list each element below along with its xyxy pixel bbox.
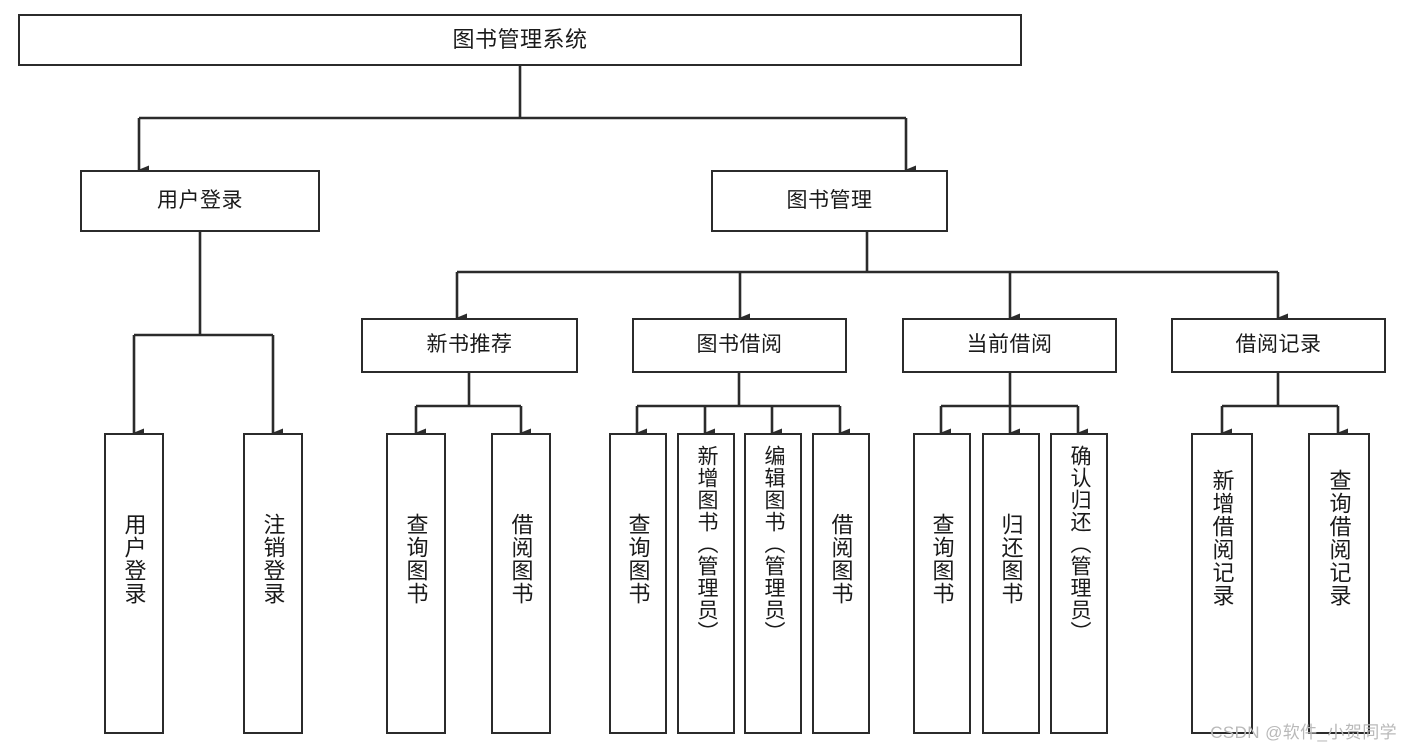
leaf-user-login[interactable]: 用户登录 xyxy=(104,433,164,734)
leaf-edit-book-admin[interactable]: 编辑图书（管理员） xyxy=(744,433,802,734)
node-label: 归还图书 xyxy=(998,513,1024,605)
node-label: 查询图书 xyxy=(625,513,651,605)
leaf-borrow-book-recommend[interactable]: 借阅图书 xyxy=(491,433,551,734)
node-label: 新增图书（管理员） xyxy=(695,445,719,643)
csdn-watermark: CSDN @软件_小贺同学 xyxy=(1210,723,1397,742)
node-label: 查询图书 xyxy=(929,513,955,605)
leaf-query-book-recommend[interactable]: 查询图书 xyxy=(386,433,446,734)
node-borrow-records[interactable]: 借阅记录 xyxy=(1171,318,1386,373)
node-label: 图书管理 xyxy=(786,188,873,212)
node-new-book-recommend[interactable]: 新书推荐 xyxy=(361,318,578,373)
node-label: 图书借阅 xyxy=(696,333,783,357)
node-label: 确认归还（管理员） xyxy=(1068,445,1092,643)
node-book-borrow[interactable]: 图书借阅 xyxy=(632,318,847,373)
node-label: 借阅图书 xyxy=(508,513,534,605)
node-label: 当前借阅 xyxy=(966,333,1053,357)
leaf-query-book-borrow[interactable]: 查询图书 xyxy=(609,433,667,734)
node-root-system[interactable]: 图书管理系统 xyxy=(18,14,1022,66)
node-label: 用户登录 xyxy=(121,513,147,605)
node-label: 借阅记录 xyxy=(1235,333,1322,357)
node-label: 借阅图书 xyxy=(828,513,854,605)
node-label: 查询借阅记录 xyxy=(1326,469,1352,607)
node-label: 查询图书 xyxy=(403,513,429,605)
leaf-query-borrow-record[interactable]: 查询借阅记录 xyxy=(1308,433,1370,734)
leaf-return-book[interactable]: 归还图书 xyxy=(982,433,1040,734)
leaf-add-borrow-record[interactable]: 新增借阅记录 xyxy=(1191,433,1253,734)
node-label: 图书管理系统 xyxy=(452,27,588,53)
node-current-borrow[interactable]: 当前借阅 xyxy=(902,318,1117,373)
leaf-add-book-admin[interactable]: 新增图书（管理员） xyxy=(677,433,735,734)
leaf-query-book-current[interactable]: 查询图书 xyxy=(913,433,971,734)
leaf-borrow-book[interactable]: 借阅图书 xyxy=(812,433,870,734)
node-label: 新书推荐 xyxy=(426,333,513,357)
node-label: 用户登录 xyxy=(157,188,243,212)
node-book-management[interactable]: 图书管理 xyxy=(711,170,948,232)
node-user-login[interactable]: 用户登录 xyxy=(80,170,320,232)
node-label: 注销登录 xyxy=(260,513,286,605)
node-label: 编辑图书（管理员） xyxy=(762,445,786,643)
leaf-confirm-return-admin[interactable]: 确认归还（管理员） xyxy=(1050,433,1108,734)
leaf-logout-login[interactable]: 注销登录 xyxy=(243,433,303,734)
node-label: 新增借阅记录 xyxy=(1209,469,1235,607)
